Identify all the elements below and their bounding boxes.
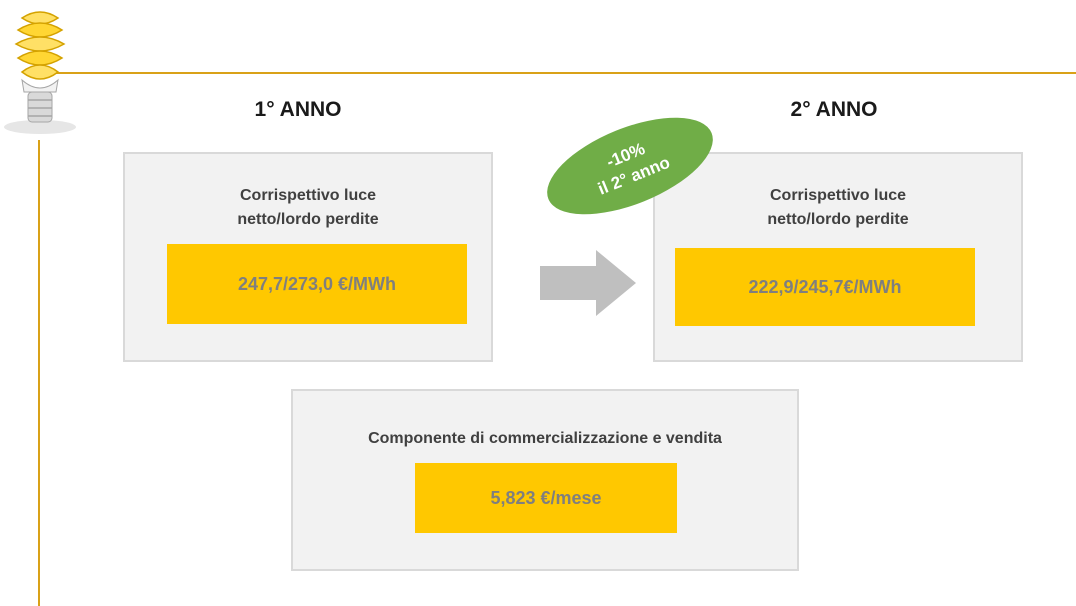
year-2-price-value: 222,9/245,7€/MWh bbox=[675, 248, 975, 326]
year-2-title-line-2: netto/lordo perdite bbox=[767, 211, 909, 228]
year-1-price-box: Corrispettivo luce netto/lordo perdite 2… bbox=[123, 152, 493, 362]
year-2-title-line-1: Corrispettivo luce bbox=[769, 187, 907, 204]
commercial-component-box: Componente di commercializzazione e vend… bbox=[291, 389, 799, 571]
year-2-price-box: Corrispettivo luce netto/lordo perdite 2… bbox=[653, 152, 1023, 362]
commercial-component-title: Componente di commercializzazione e vend… bbox=[368, 430, 722, 447]
right-arrow-icon bbox=[540, 250, 636, 316]
year-1-label: 1° ANNO bbox=[254, 98, 342, 121]
header-divider-line bbox=[38, 72, 1076, 74]
year-1-title-line-1: Corrispettivo luce bbox=[239, 187, 377, 204]
year-1-title-line-2: netto/lordo perdite bbox=[237, 211, 379, 228]
left-divider-line bbox=[38, 140, 40, 606]
commercial-component-price: 5,823 €/mese bbox=[415, 463, 677, 533]
year-2-label: 2° ANNO bbox=[790, 98, 878, 121]
year-1-box-title: Corrispettivo luce netto/lordo perdite bbox=[125, 184, 491, 232]
year-1-price-value: 247,7/273,0 €/MWh bbox=[167, 244, 467, 324]
discount-badge: -10% il 2° anno bbox=[540, 116, 720, 216]
year-2-box-title: Corrispettivo luce netto/lordo perdite bbox=[655, 184, 1021, 232]
light-bulb-icon bbox=[0, 0, 80, 140]
